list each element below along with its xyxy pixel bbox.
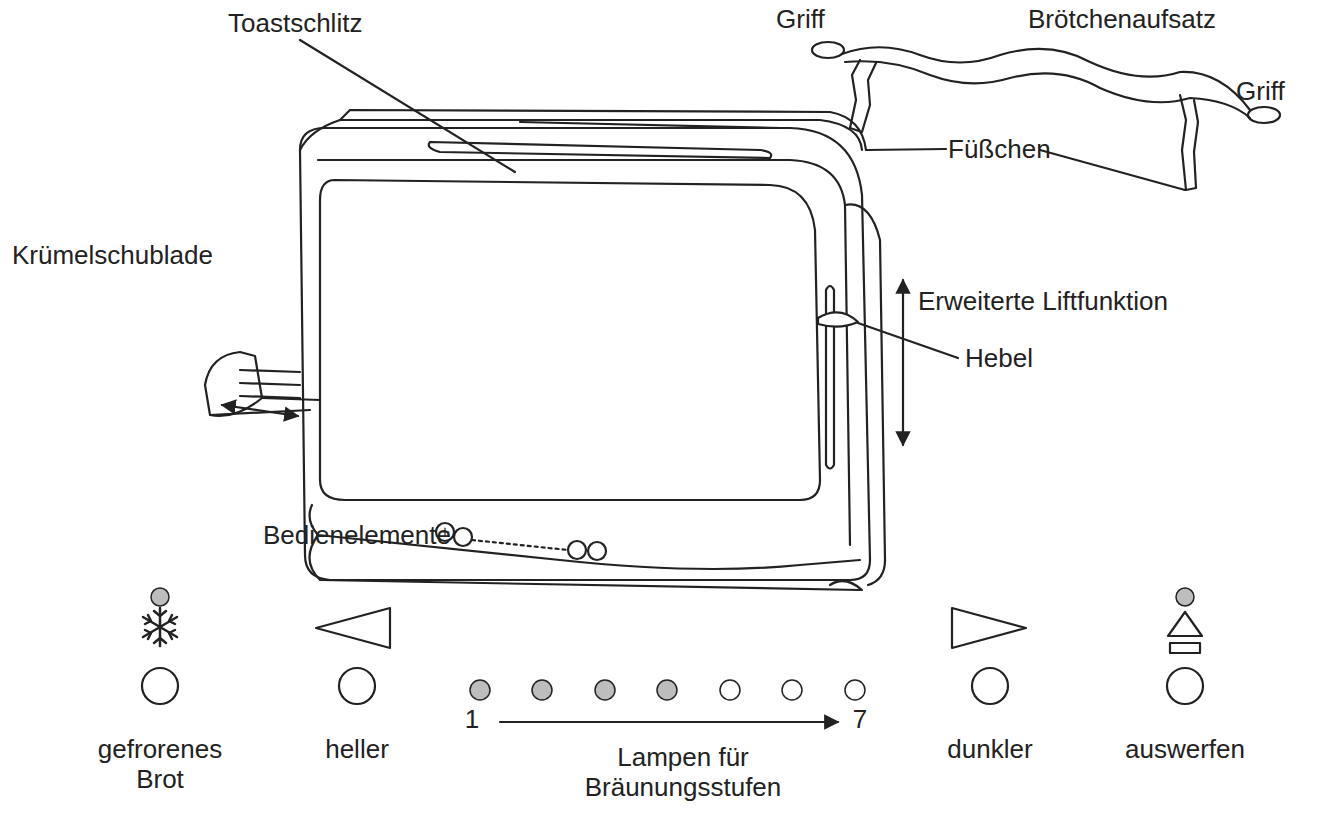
scale-arrow	[500, 721, 838, 723]
leader-line	[300, 40, 515, 172]
part-label: Griff	[1236, 76, 1285, 106]
button-label: gefrorenes Brot	[85, 734, 235, 794]
control-panel	[142, 588, 1203, 722]
lamp-row	[470, 680, 865, 700]
button-label: auswerfen	[1125, 734, 1245, 764]
part-label: Brötchenaufsatz	[1028, 4, 1216, 34]
button-label: heller	[325, 734, 389, 764]
arrow-left-icon	[316, 608, 390, 648]
button-label: dunkler	[947, 734, 1032, 764]
leader-line	[858, 323, 958, 358]
scale-number: 1	[465, 704, 479, 734]
eject-icon	[1168, 612, 1202, 653]
roll-attachment	[812, 42, 1280, 190]
crumb-tray	[205, 352, 320, 416]
part-label: Erweiterte Liftfunktion	[918, 286, 1168, 316]
scale-number: 7	[853, 704, 867, 734]
part-label: Hebel	[965, 343, 1033, 373]
lift-arrow	[902, 280, 904, 445]
slide-arrow	[222, 405, 298, 416]
toaster-body	[300, 110, 885, 590]
part-label: Füßchen	[948, 134, 1051, 164]
part-label: Bedienelemente	[263, 520, 451, 550]
part-label: Toastschlitz	[228, 8, 362, 38]
part-label: Griff	[776, 4, 825, 34]
part-label: Krümelschublade	[12, 240, 213, 270]
lamp-label: Lampen für Bräunungsstufen	[543, 742, 823, 802]
arrow-right-icon	[952, 608, 1026, 648]
snowflake-icon	[143, 608, 177, 646]
